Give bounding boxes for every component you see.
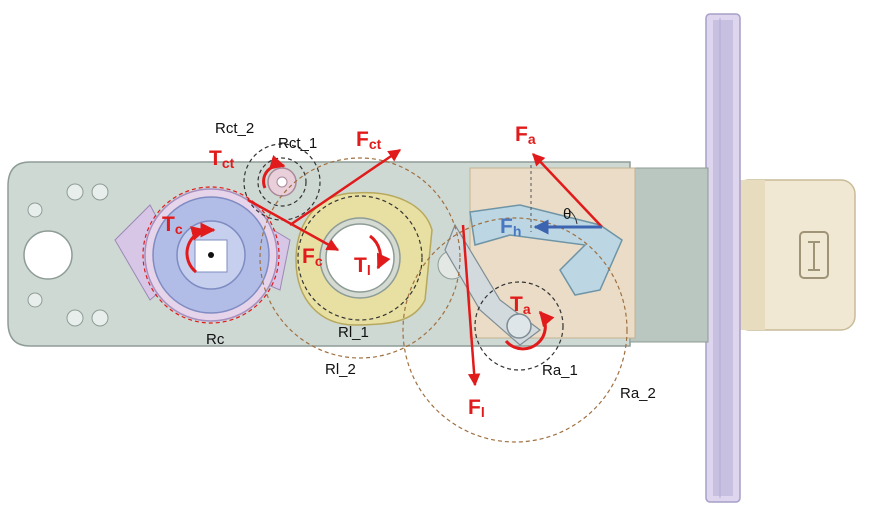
arc-tl [369,234,391,270]
label-rc: Rc [206,331,225,348]
face-plate [705,13,741,503]
force-arrows [247,148,603,387]
key-cylinder-logo-icon [799,231,829,279]
label-tc: Tc [162,213,183,237]
label-tl: Tl [354,254,371,278]
arc-tct [262,155,286,189]
arrow-fc [247,198,340,252]
label-rct-2: Rct_2 [215,120,255,137]
label-fl: Fl [468,396,485,420]
arc-tc [185,226,207,274]
label-fh: Fh [500,215,522,239]
arrow-fa [532,153,603,228]
label-rct-1: Rct_1 [278,135,318,152]
arc-ta [504,310,555,351]
label-ra-1: Ra_1 [542,362,578,379]
label-fct: Fct [356,128,382,152]
cam-rct [267,167,297,197]
label-rl-2: Rl_2 [325,361,356,378]
label-ta: Ta [510,293,531,317]
label-ra-2: Ra_2 [620,385,656,402]
torque-arcs [185,155,555,351]
label-fc: Fc [302,245,323,269]
label-rl-1: Rl_1 [338,324,369,341]
label-fa: Fa [515,123,536,147]
arrow-fct [289,148,402,227]
label-theta: θ [563,206,572,223]
key-cylinder [734,179,856,331]
arrow-fl [461,224,481,387]
label-tct: Tct [209,147,235,171]
cam-rc [144,188,278,322]
